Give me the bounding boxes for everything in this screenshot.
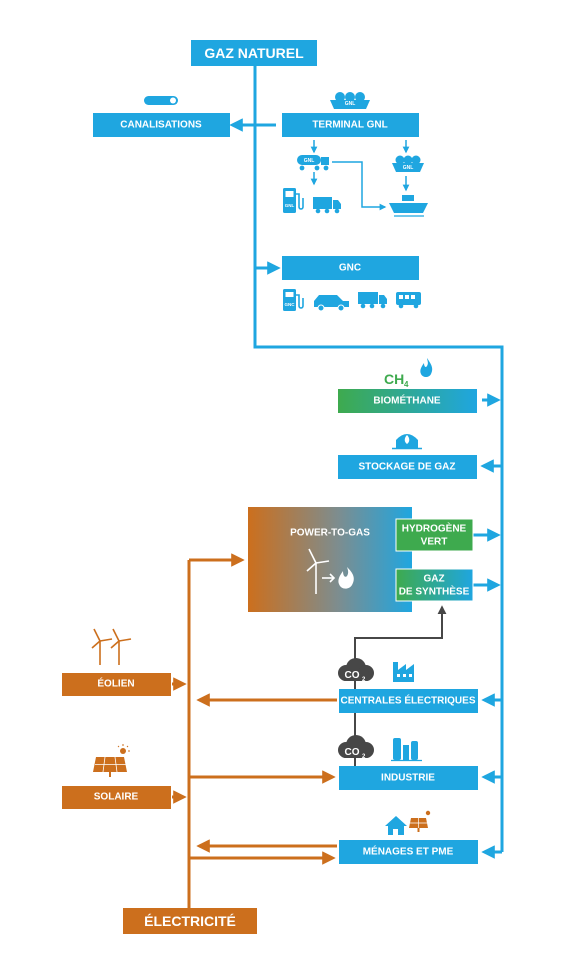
co2-label-industrie: CO <box>345 747 360 758</box>
truck-icon <box>358 292 387 309</box>
hydrogene-label-line1: HYDROGÈNE <box>402 522 467 535</box>
electricite-label: ÉLECTRICITÉ <box>144 913 236 929</box>
solar-panel-icon <box>93 744 130 777</box>
flame-icon <box>338 567 354 589</box>
lng-tanker-label: GNL <box>345 101 356 107</box>
gnl-logistics-lines <box>310 140 410 211</box>
biomethane-label: BIOMÉTHANE <box>373 394 441 407</box>
node-centrales: CENTRALES ÉLECTRIQUES <box>339 689 478 713</box>
factory-icon <box>393 662 414 682</box>
co2-sub-centrales: 2 <box>362 677 366 683</box>
bus-icon <box>396 292 421 309</box>
gaz-naturel-label: GAZ NATUREL <box>204 45 304 61</box>
ch4-sub: 4 <box>404 380 409 389</box>
lng-truck-label: GNL <box>304 158 315 164</box>
co2-sub-industrie: 2 <box>362 754 366 760</box>
industry-icon <box>391 738 422 762</box>
terminal-gnl-label: TERMINAL GNL <box>312 120 387 131</box>
node-canalisations: CANALISATIONS <box>93 113 230 137</box>
node-solaire: SOLAIRE <box>62 786 171 809</box>
ch4-label: CH <box>384 371 404 387</box>
node-menages: MÉNAGES ET PME <box>339 840 478 864</box>
node-eolien: ÉOLIEN <box>62 673 171 696</box>
pipe-icon <box>144 96 178 105</box>
node-gaz-naturel: GAZ NATUREL <box>191 40 317 66</box>
gas-network-lines <box>229 64 504 859</box>
solaire-label: SOLAIRE <box>94 792 139 803</box>
eolien-label: ÉOLIEN <box>97 677 134 690</box>
node-electricite: ÉLECTRICITÉ <box>123 908 257 934</box>
stockage-label: STOCKAGE DE GAZ <box>358 462 455 473</box>
electric-network-lines <box>172 553 337 908</box>
node-hydrogene: HYDROGÈNE VERT <box>395 518 474 552</box>
node-biomethane: BIOMÉTHANE <box>338 389 477 413</box>
gnc-label: GNC <box>339 263 361 274</box>
cloud-icon: CO 2 <box>338 735 374 760</box>
fuel-pump-icon: GNL <box>283 188 304 213</box>
fuel-pump-gnc-label: GNC <box>285 302 296 307</box>
methane-flame-icon: CH 4 <box>384 358 433 389</box>
gaz-synthese-label-line1: GAZ <box>423 574 444 585</box>
car-icon <box>314 295 349 312</box>
gaz-synthese-label-line2: DE SYNTHÈSE <box>399 585 470 598</box>
arrow-truck-to-ship <box>332 161 387 211</box>
cloud-icon: CO 2 <box>338 658 374 683</box>
canalisations-label: CANALISATIONS <box>120 120 202 131</box>
arrow-icon <box>322 573 336 583</box>
centrales-label: CENTRALES ÉLECTRIQUES <box>340 694 475 707</box>
gas-tank-icon <box>392 434 422 450</box>
wind-turbine-icon <box>306 548 330 594</box>
node-industrie: INDUSTRIE <box>339 766 478 790</box>
lng-tanker-icon: GNL <box>392 155 424 172</box>
power-to-gas-label: POWER-TO-GAS <box>290 528 370 539</box>
hydrogene-label-line2: VERT <box>421 537 448 548</box>
solar-panel-icon <box>409 810 431 832</box>
node-power-to-gas: POWER-TO-GAS <box>248 507 412 612</box>
gas-trunk-line <box>253 64 504 852</box>
node-terminal-gnl: TERMINAL GNL <box>282 113 419 137</box>
node-gnc: GNC <box>282 256 419 280</box>
lng-tanker-right-label: GNL <box>403 165 414 171</box>
co2-label-centrales: CO <box>345 670 360 681</box>
node-stockage: STOCKAGE DE GAZ <box>338 455 477 479</box>
fuel-pump-icon: GNC <box>283 289 304 311</box>
truck-icon <box>313 197 341 214</box>
node-gaz-synthese: GAZ DE SYNTHÈSE <box>395 568 474 602</box>
ship-icon <box>389 195 428 217</box>
fuel-pump-gnl-label: GNL <box>285 203 295 208</box>
industrie-label: INDUSTRIE <box>381 773 435 784</box>
menages-label: MÉNAGES ET PME <box>363 845 454 858</box>
lng-truck-icon: GNL <box>297 155 329 171</box>
wind-turbine-icon <box>91 628 132 665</box>
lng-tanker-icon: GNL <box>330 92 370 109</box>
house-icon <box>385 816 407 835</box>
